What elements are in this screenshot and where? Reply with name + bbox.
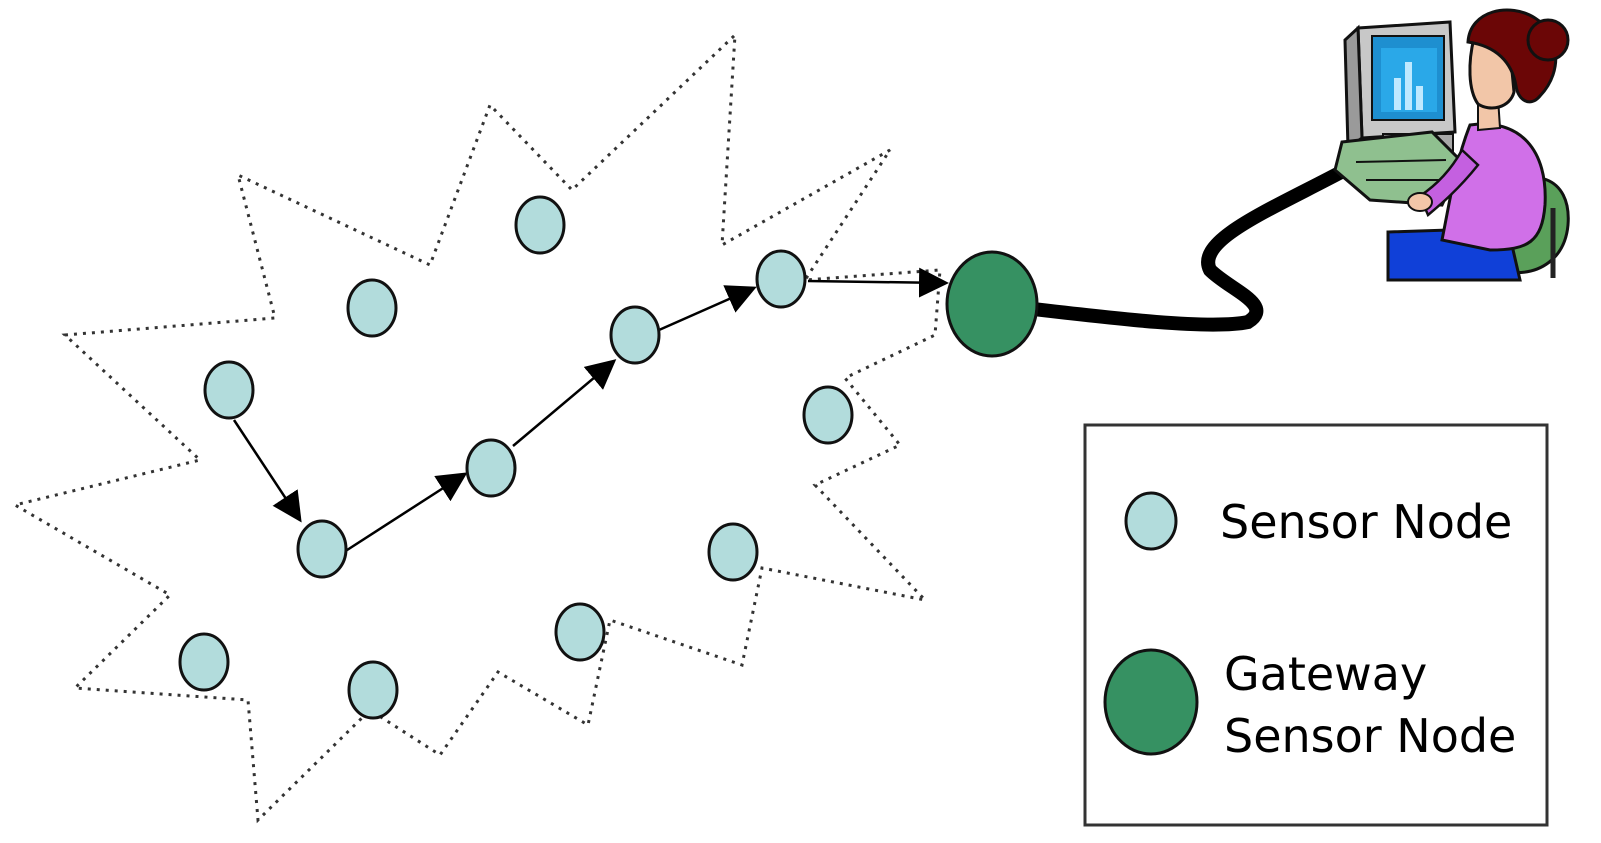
legend-gateway-label-line1: Gateway bbox=[1224, 647, 1427, 701]
sensor-node bbox=[514, 195, 566, 255]
legend-gateway-swatch bbox=[1103, 648, 1199, 756]
sensor-node bbox=[346, 278, 398, 338]
legend: Sensor Node Gateway Sensor Node bbox=[1083, 423, 1549, 827]
legend-gateway-label-line2: Sensor Node bbox=[1224, 709, 1516, 763]
sensor-node bbox=[609, 305, 661, 365]
hop-arrow bbox=[807, 267, 949, 298]
sensor-node bbox=[802, 385, 854, 445]
sensor-node bbox=[178, 632, 230, 692]
sensor-node bbox=[203, 360, 255, 420]
user-at-computer-icon bbox=[1333, 8, 1570, 282]
legend-box bbox=[1083, 423, 1549, 827]
hop-arrow bbox=[232, 419, 302, 523]
sensor-node bbox=[465, 438, 517, 498]
sensor-nodes bbox=[178, 195, 854, 720]
sensor-field-boundary bbox=[11, 31, 942, 824]
sensor-node bbox=[755, 249, 807, 309]
routing-path bbox=[232, 267, 949, 554]
legend-sensor-label: Sensor Node bbox=[1220, 495, 1512, 549]
hop-arrow bbox=[512, 359, 617, 447]
sensor-node bbox=[707, 522, 759, 582]
hop-arrow bbox=[343, 472, 468, 554]
sensor-node bbox=[554, 602, 606, 662]
gateway-uplink-cable bbox=[1018, 163, 1352, 332]
legend-sensor-swatch bbox=[1124, 491, 1178, 551]
hop-arrow bbox=[658, 285, 757, 332]
sensor-node bbox=[296, 519, 348, 579]
gateway-sensor-node bbox=[945, 250, 1039, 358]
sensor-node bbox=[347, 660, 399, 720]
